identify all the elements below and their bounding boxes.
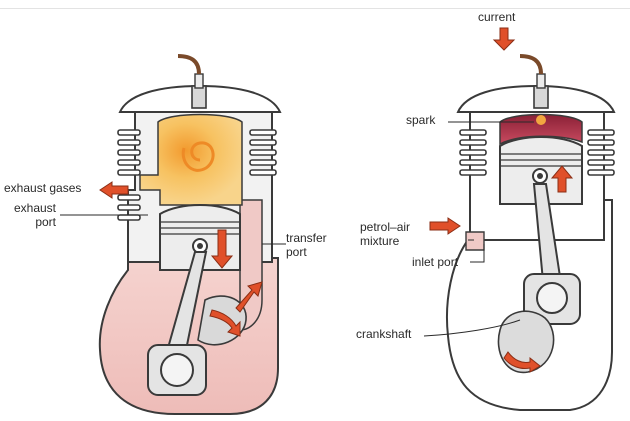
right-inlet-port <box>465 231 485 251</box>
piston-down-arrow <box>210 229 234 269</box>
label-exhaust-gases: exhaust gases <box>4 181 82 195</box>
label-transfer-port-line1: transfer <box>286 231 327 245</box>
left-flame-swirl <box>181 141 215 172</box>
label-exhaust-port-line2: port <box>35 215 56 229</box>
label-petrol-air-line2: mixture <box>360 234 400 248</box>
petrol-air-arrow <box>429 217 461 235</box>
left-arrows <box>99 181 263 337</box>
crankshaft-rotation-arrow <box>503 351 541 373</box>
label-crankshaft: crankshaft <box>356 327 412 341</box>
current-arrow <box>492 27 516 51</box>
transfer-arrow-2 <box>209 309 241 337</box>
leader-lines <box>60 121 534 337</box>
left-spark-plug <box>177 54 207 109</box>
inlet-port-leader <box>470 244 485 263</box>
label-inlet-port: inlet port <box>412 255 459 269</box>
label-spark: spark <box>406 113 436 127</box>
label-current: current <box>478 10 516 24</box>
label-petrol-air-line1: petrol–air <box>360 220 411 234</box>
right-spark-plug <box>519 54 549 109</box>
label-exhaust-port-line1: exhaust <box>13 201 56 215</box>
top-divider <box>0 8 630 9</box>
left-engine <box>98 54 282 415</box>
piston-up-arrow <box>550 165 574 193</box>
spark-glow <box>536 115 546 125</box>
label-transfer-port-line2: port <box>286 245 307 259</box>
exhaust-gases-arrow <box>99 181 129 199</box>
left-fins-left <box>117 129 141 221</box>
right-fins-left <box>459 129 487 176</box>
right-arrows <box>429 27 574 373</box>
transfer-arrow-1 <box>235 281 263 313</box>
left-fins-right <box>249 129 277 176</box>
right-engine <box>429 27 616 411</box>
left-burning-gas <box>139 113 243 206</box>
right-fins-right <box>587 129 615 176</box>
crankshaft-leader <box>423 319 521 337</box>
